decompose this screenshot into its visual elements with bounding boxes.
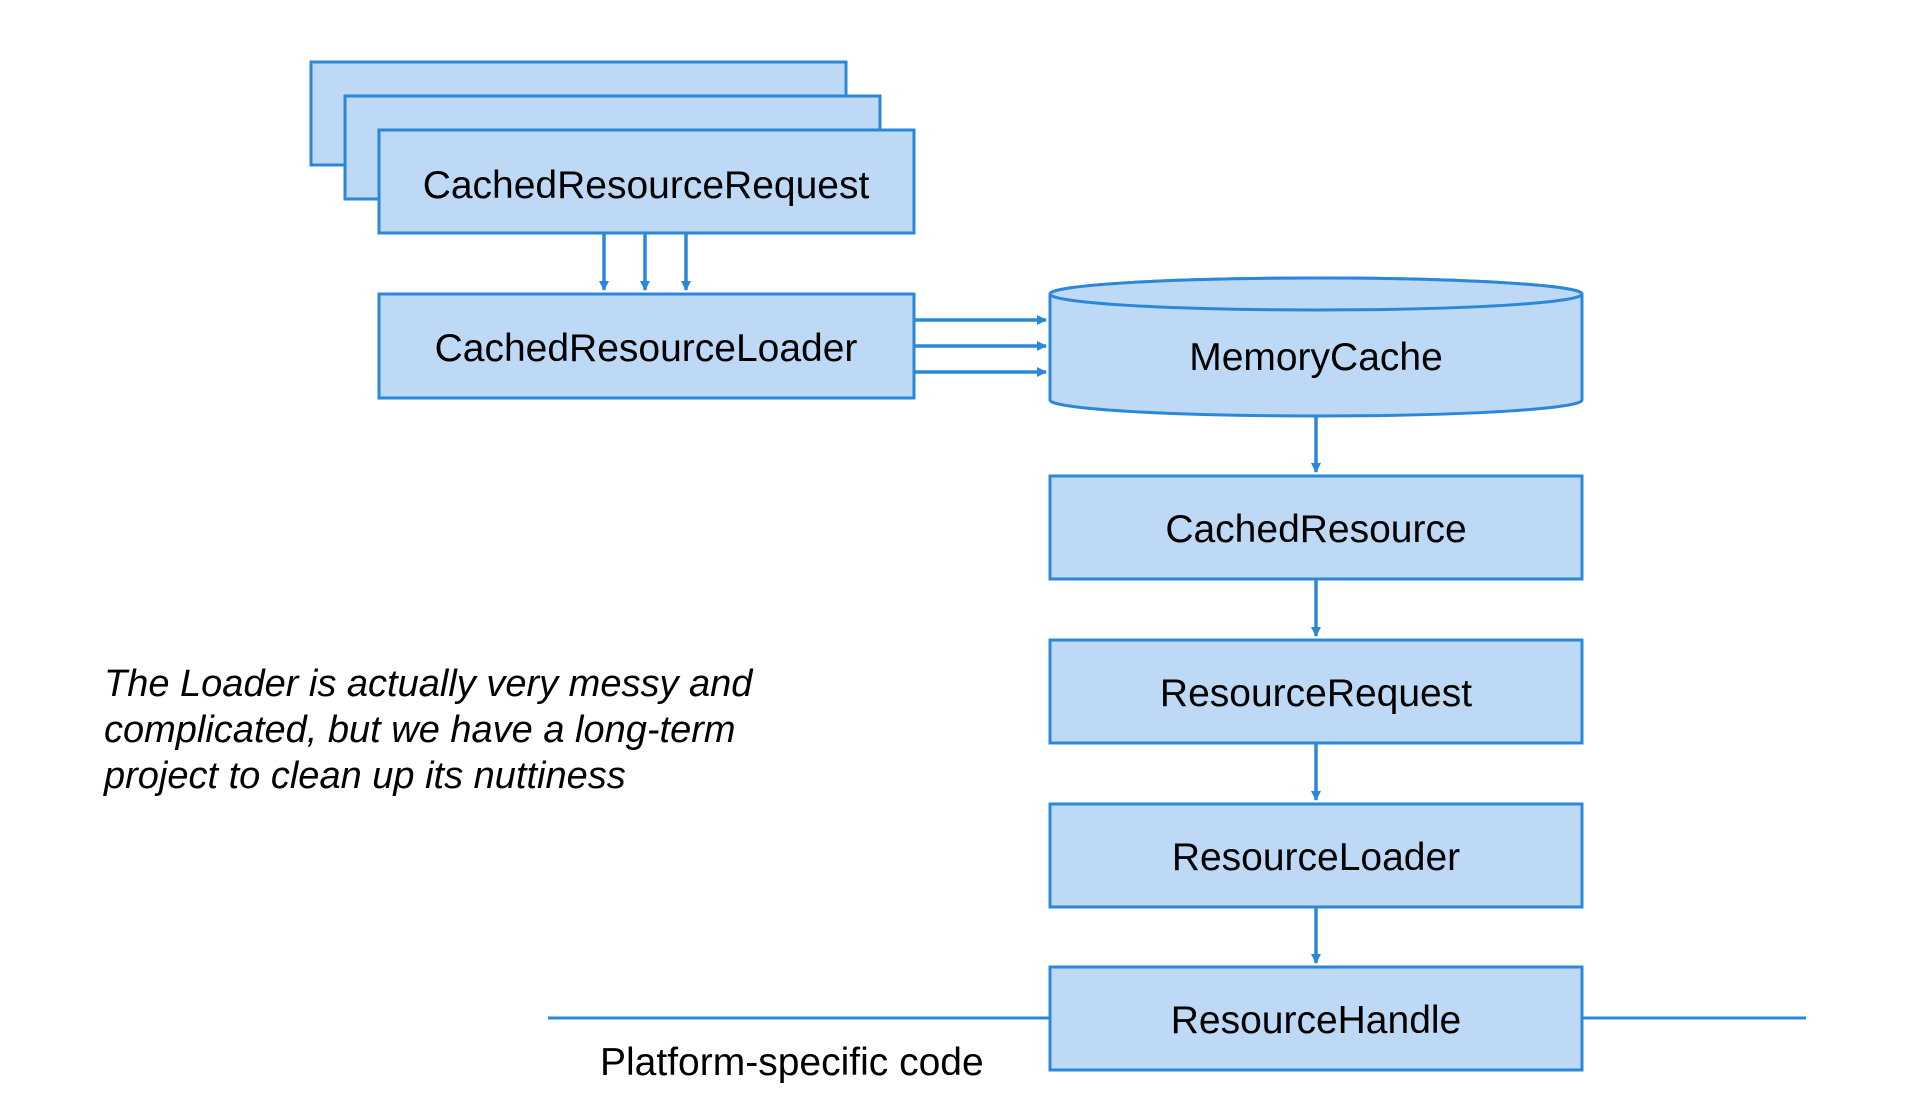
resource-handle-label: ResourceHandle (1171, 999, 1462, 1042)
memory-cache-node: MemoryCache (1048, 276, 1584, 418)
resource-loader-node: ResourceLoader (1048, 802, 1584, 909)
cached-resource-node: CachedResource (1048, 474, 1584, 581)
loader-note-line-3: project to clean up its nuttiness (103, 755, 626, 797)
cached-resource-loader-label: CachedResourceLoader (435, 327, 858, 370)
cached-resource-request-node: CachedResourceRequest (377, 128, 916, 235)
memory-cache-label: MemoryCache (1189, 336, 1443, 379)
request-to-loader-arrows (599, 233, 691, 291)
memory-cache-cylinder-top (1048, 276, 1584, 312)
resource-request-node: ResourceRequest (1048, 638, 1584, 745)
loader-to-cache-arrows (914, 315, 1047, 377)
cached-resource-label: CachedResource (1165, 508, 1466, 551)
loader-note-line-1: The Loader is actually very messy and (104, 663, 754, 705)
loader-note: The Loader is actually very messy and co… (103, 663, 754, 797)
loader-note-line-2: complicated, but we have a long-term (104, 709, 736, 751)
cached-resource-request-label: CachedResourceRequest (423, 164, 870, 207)
resource-loader-label: ResourceLoader (1172, 836, 1460, 879)
resource-request-label: ResourceRequest (1160, 672, 1472, 715)
resource-handle-node: ResourceHandle (1048, 965, 1584, 1072)
cached-resource-loader-node: CachedResourceLoader (377, 292, 916, 400)
platform-specific-code-label: Platform-specific code (600, 1041, 984, 1084)
